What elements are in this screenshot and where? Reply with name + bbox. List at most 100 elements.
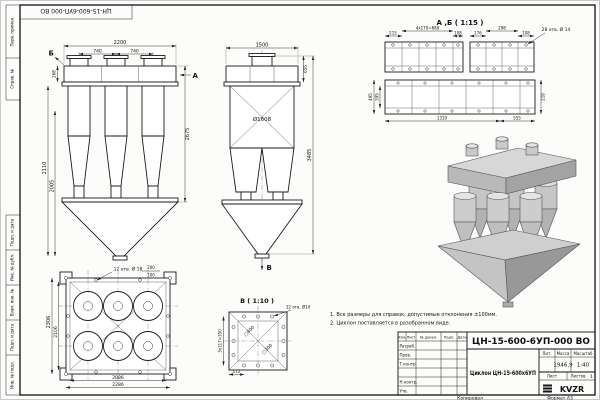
iso-hopper [437,229,581,308]
margin-label-perv: Перв. примен. [10,16,15,46]
drawing-designation: ЦН-15-600-6УП-000 ВО [472,337,590,347]
label-12-holes-14: 12 отв. Ø14 [286,305,311,310]
dim-2005: 2005 [49,180,55,193]
margin-label-inv-dubl: Инв. № дубл. [10,254,15,281]
dim-1310: 1310 [437,116,448,121]
dim-176: 176 [474,31,482,36]
dim-2306: 2306 [46,316,52,329]
side-view: 1500 655 Ø1608 3485 В [221,42,315,272]
front-view: 2200 740 740 268 2110 2005 2675 Б А [42,40,199,261]
col-doc: № докум. [420,336,437,340]
dim-215: 215 [389,31,397,36]
title-block: Изм. Лист № докум. Подп. Дата Разраб. Пр… [397,331,596,396]
dim-body-diameter: Ø1608 [253,116,272,123]
cyclone-body [67,85,91,137]
detail-v: В ( 1:10 ) □400 □300 12 отв. Ø14 3х117=3… [218,297,311,376]
top-designation-stamp: ЦН-15-600-6УП-000 ВО [19,4,133,20]
iso-manifold [447,136,577,195]
cyclone-body [141,85,165,137]
note-line-1: 1. Все размеры для справок, допустимые о… [330,312,497,318]
dim-100: 100 [147,272,155,277]
manifold-box [225,65,299,83]
cyclone-cone [141,135,165,187]
dim-108a: 108 [454,31,462,36]
dim-740-2: 740 [130,48,139,54]
isometric-view [437,136,581,308]
logo-text: KVZR [560,385,584,394]
view-letter-v: В [267,264,272,272]
footer-format: Формат А3 [547,395,573,400]
designation-rotated-text: ЦН-15-600-6УП-000 ВО [40,7,111,14]
dim-2106: 2106 [53,326,59,338]
margin-label-podp1: Подп. и дата [10,218,15,246]
row-tkontr: Т.контр. [399,361,417,366]
label-list: Лист [547,374,558,379]
dim-4x170: 4х170=680 [416,26,440,31]
margin-label-vzam: Взам. инв. № [10,289,15,316]
dim-108b: 108 [522,31,530,36]
iso-front-cyclones [453,192,543,253]
massa-value: 1946,9 [553,363,573,369]
dim-655: 655 [303,65,308,73]
label-massa: Масса [557,351,570,356]
cyclone-cone [67,135,91,187]
dim-2200: 2200 [114,40,127,46]
col-list: Лист [407,336,416,340]
row-razrab: Разраб. [400,343,416,348]
dim-200: 200 [147,265,155,270]
label-listov: Листов [571,374,587,379]
view-letter-a: А [193,72,199,80]
margin-label-inv-podl: Инв. № подл. [10,361,15,389]
detail-ab: А ,Б ( 1:15 ) 215 4х170=680 108 176 298 … [368,19,571,123]
view-letter-b: Б [49,50,54,58]
drawing-name: Циклон ЦН-15-600х6УП [470,369,536,377]
company-logo: KVZR [543,384,584,394]
dim-2286: 2286 [112,382,124,388]
footer-kopiroval: Копировал [457,395,483,400]
dim-3485: 3485 [307,149,313,162]
dim-112: 112 [233,369,241,374]
dim-740-1: 740 [93,48,102,54]
dim-228: 228 [541,93,546,101]
dim-495: 495 [368,93,373,101]
detail-v-title: В ( 1:10 ) [240,297,274,305]
cyclone-cone [261,147,295,193]
detail-ab-title: А ,Б ( 1:15 ) [437,19,484,27]
col-data: Дата [457,336,466,340]
row-nkontr: Н.контр. [400,379,418,384]
dim-2675: 2675 [185,128,191,141]
plan-view: 2306 2106 2086 2286 12 отв. Ø 18 200 100 [46,265,178,389]
hopper-side [221,203,303,255]
dim-3x117: 3х117=350 [218,329,223,353]
dim-298: 298 [498,26,506,31]
margin-label-sprav: Справ. № [10,69,15,88]
hopper-front [60,201,180,257]
col-izm: Изм. [398,336,406,340]
scale-value: 1:40 [577,363,590,369]
dim-395: 395 [375,93,380,101]
label-28-holes: 28 отв. Ø 14 [542,26,571,33]
cyclone-body [104,85,128,137]
listov-value: 1 [590,374,593,380]
cyclone-cone [229,147,263,193]
row-utv: Утв. [400,388,408,393]
notes: 1. Все размеры для справок, допустимые о… [330,312,497,327]
dim-1500: 1500 [256,42,269,48]
dim-2110: 2110 [42,162,48,175]
dim-2086: 2086 [112,375,124,381]
cyclone-cone [104,135,128,187]
row-prov: Пров. [400,352,412,357]
cyclone-circles [73,291,163,361]
margin-label-podp2: Подп. и дата [10,323,15,351]
dim-268: 268 [52,70,57,78]
label-12-holes-18: 12 отв. Ø 18 [114,266,143,273]
left-margin-cells: Перв. примен. Справ. № Подп. и дата Инв.… [5,4,21,396]
col-podp: Подп. [444,336,455,340]
drawing-frame [19,4,596,396]
manifold-box [63,65,177,83]
note-line-2: 2. Циклон поставляется в разобранном вид… [330,321,451,327]
dim-555: 555 [513,116,521,121]
label-lit: Лит. [542,351,551,356]
